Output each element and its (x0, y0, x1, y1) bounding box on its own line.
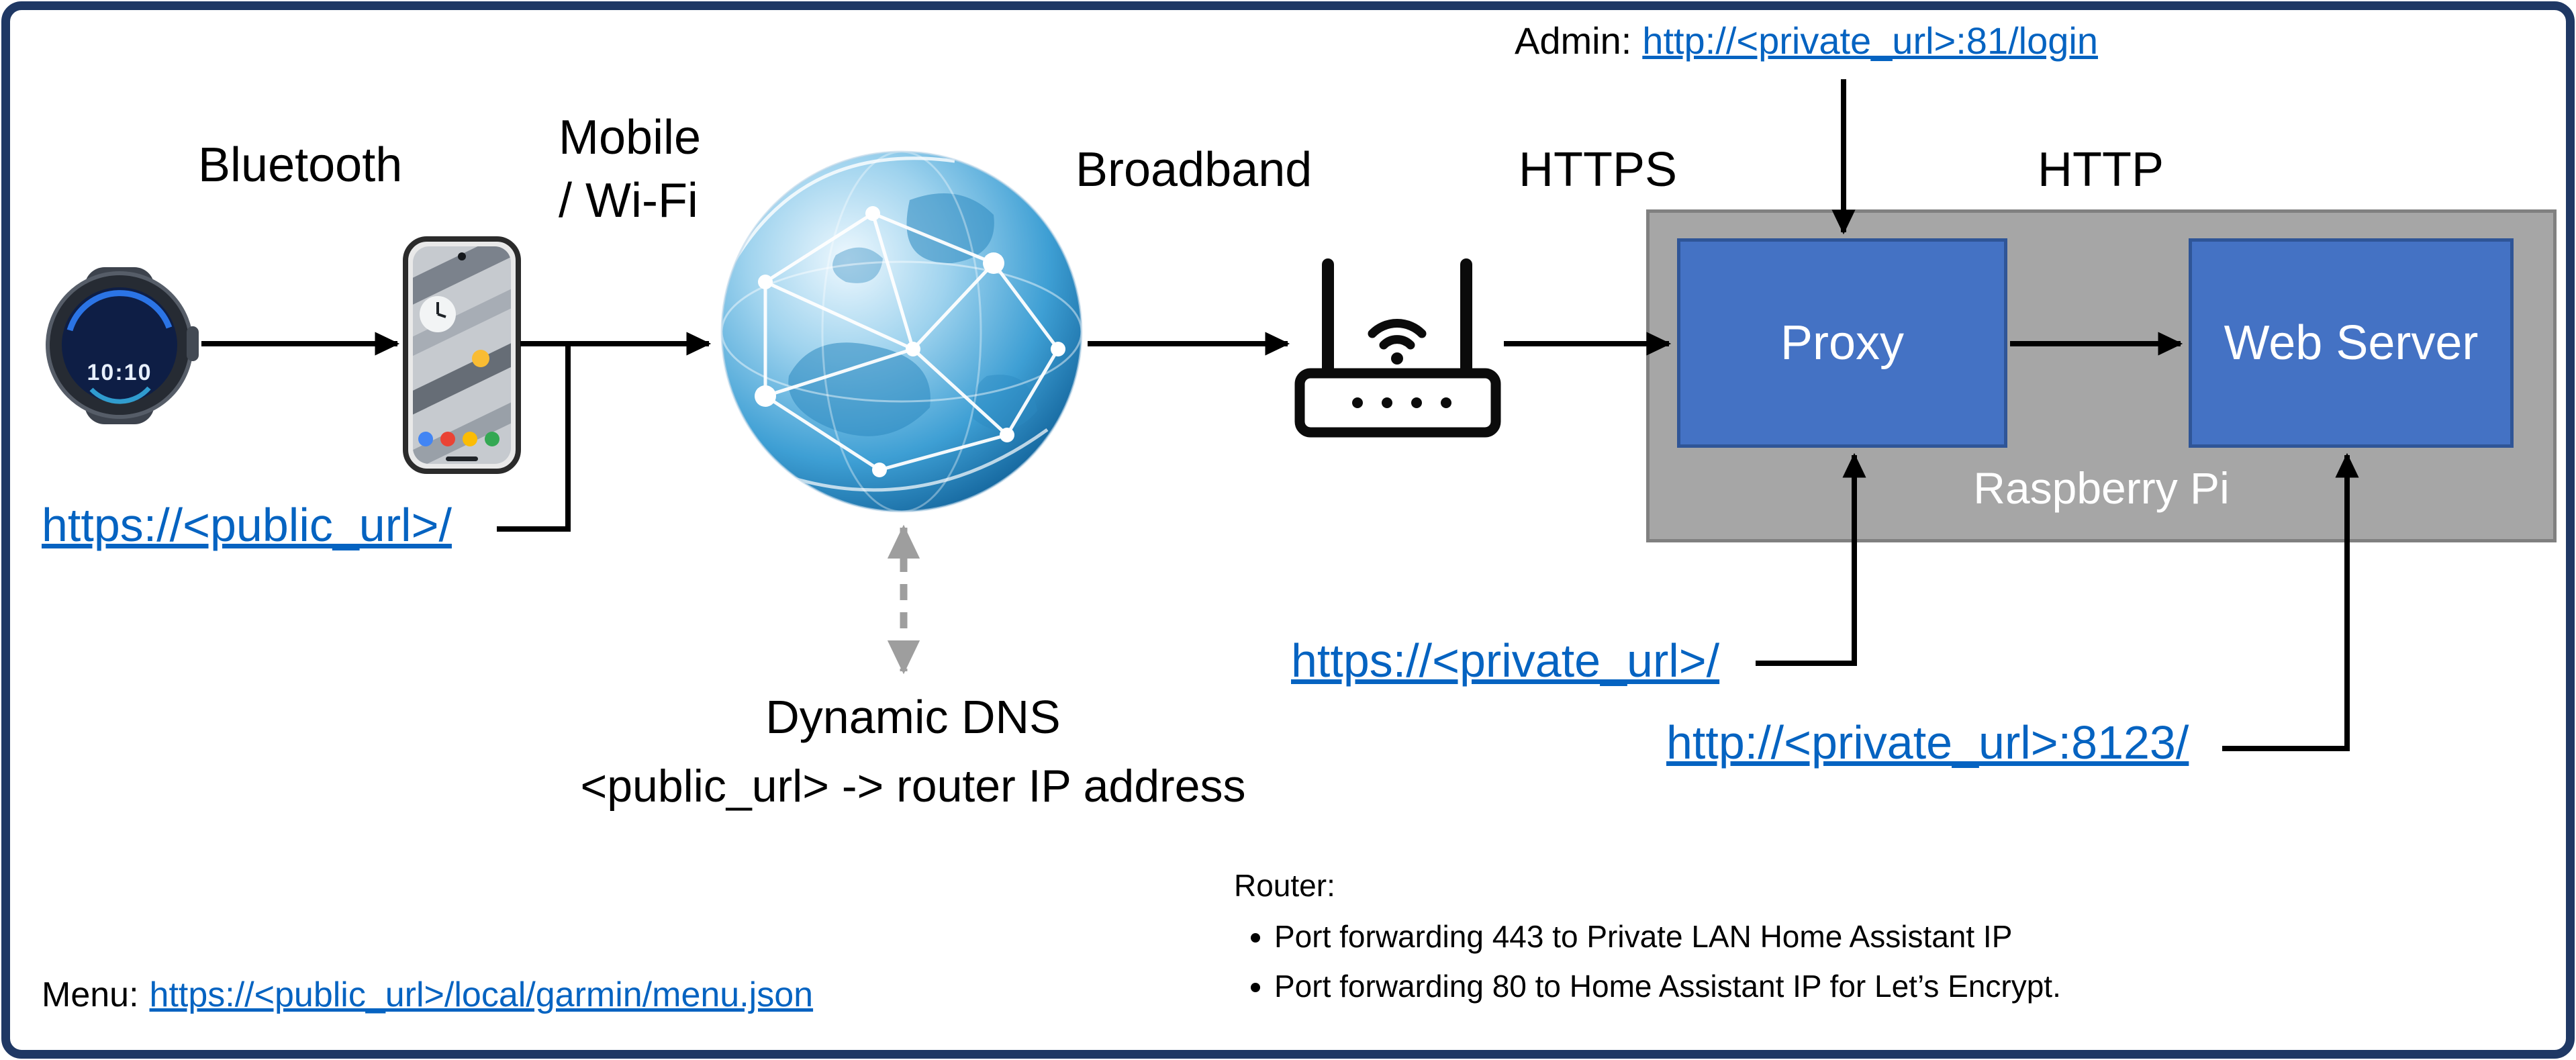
watch-screen-arc (66, 290, 173, 332)
dynamic-dns-title: Dynamic DNS (765, 691, 1061, 743)
proxy-label: Proxy (1780, 316, 1905, 370)
router-note-item: Port forwarding 80 to Home Assistant IP … (1274, 965, 2061, 1007)
phone-app-icon (463, 432, 477, 446)
watch-time: 10:10 (87, 360, 152, 385)
admin-url-link[interactable]: http://<private_url>:81/login (1642, 19, 2098, 62)
private-url-8123-link[interactable]: http://<private_url>:8123/ (1666, 716, 2189, 769)
mobile-label-line2: / Wi-Fi (559, 174, 698, 228)
web-server-node: Web Server (2189, 238, 2514, 448)
dynamic-dns-mapping: <public_url> -> router IP address (580, 761, 1246, 812)
connector-public-url (497, 346, 571, 532)
admin-url-line: Admin:http://<private_url>:81/login (1515, 19, 2098, 62)
watch-screen-arc-2 (89, 386, 151, 404)
menu-url-line: Menu: https://<public_url>/local/garmin/m… (42, 975, 813, 1015)
web-server-label: Web Server (2224, 316, 2479, 370)
bluetooth-label: Bluetooth (198, 138, 403, 192)
menu-url-link[interactable]: https://<public_url>/local/garmin/menu.j… (149, 975, 814, 1014)
raspberry-pi-label: Raspberry Pi (1973, 463, 2230, 513)
router-body (1294, 368, 1501, 438)
router-icon (1294, 258, 1501, 438)
smartphone-image (403, 236, 521, 474)
phone-app-icon (440, 432, 455, 446)
connectors (201, 79, 2359, 751)
router-wifi-icon (1379, 335, 1415, 350)
mobile-label-line1: Mobile (559, 111, 702, 164)
mobile-wifi-label: Mobile / Wi-Fi (559, 106, 701, 232)
watch-face (62, 287, 177, 403)
router-note-item: Port forwarding 443 to Private LAN Home … (1274, 916, 2061, 957)
menu-prefix: Menu: (42, 975, 139, 1014)
phone-wallpaper (413, 246, 511, 464)
phone-weather-icon (472, 350, 489, 367)
router-wifi-icon (1368, 319, 1427, 338)
router-notes-title: Router: (1234, 868, 1335, 903)
https-label: HTTPS (1519, 143, 1678, 197)
router-notes-list: Port forwarding 443 to Private LAN Home … (1234, 916, 2061, 1007)
public-url-link[interactable]: https://<public_url>/ (42, 499, 452, 551)
phone-app-icon (418, 432, 433, 446)
arrow-8123-to-webserver (2222, 452, 2359, 751)
router-notes: Router: Port forwarding 443 to Private L… (1234, 867, 2061, 1015)
arrow-private-url-to-proxy (1756, 452, 1866, 666)
smartwatch-image: 10:10 (46, 267, 199, 424)
watch-button (187, 326, 199, 361)
phone-nav-pill (446, 456, 478, 461)
phone-camera-hole (458, 252, 466, 260)
http-label: HTTP (2038, 143, 2164, 197)
broadband-label: Broadband (1076, 143, 1313, 197)
globe-network-nodes (755, 206, 1065, 477)
admin-prefix: Admin: (1515, 19, 1632, 62)
phone-app-icon (485, 432, 499, 446)
proxy-node: Proxy (1677, 238, 2007, 448)
private-url-link[interactable]: https://<private_url>/ (1291, 634, 1720, 687)
internet-globe-icon (720, 150, 1083, 513)
